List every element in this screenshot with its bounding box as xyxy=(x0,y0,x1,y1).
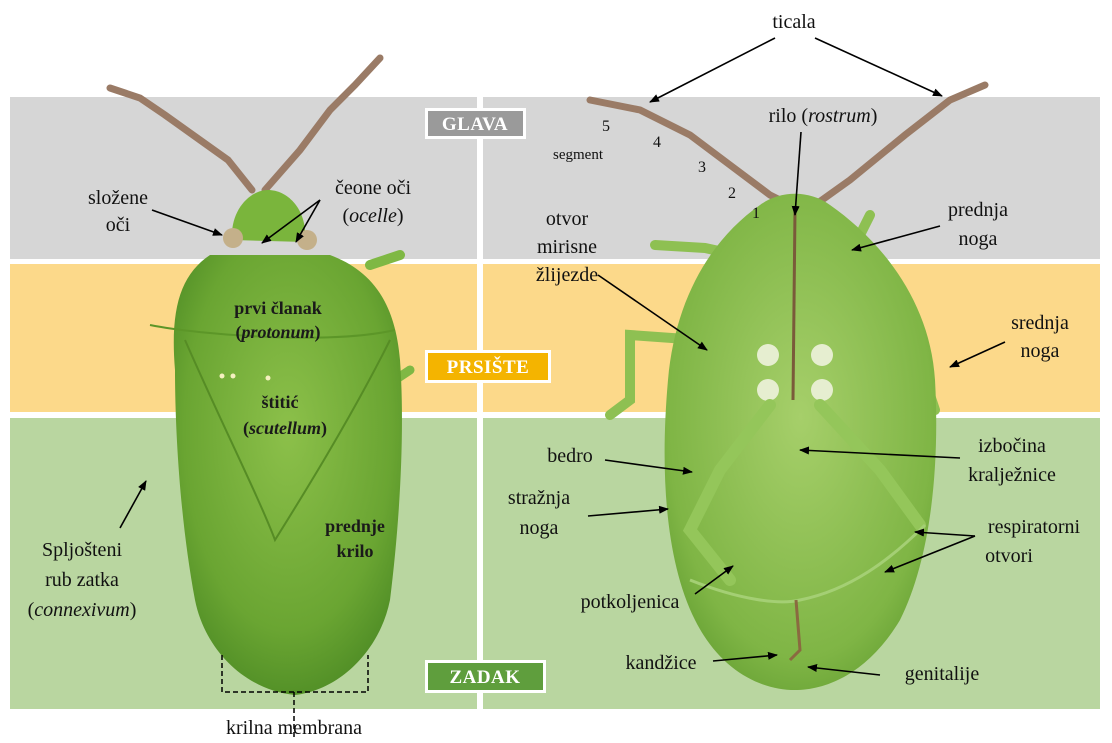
stitic-label: štitić xyxy=(262,392,299,412)
slozene-oci-line2: oči xyxy=(106,214,131,236)
prsiste-label: PRSIŠTE xyxy=(447,356,530,378)
svg-text:rilo (rostrum): rilo (rostrum) xyxy=(769,105,878,127)
bedro-label: bedro xyxy=(547,445,593,467)
izbocina-line1: izbočina xyxy=(978,435,1046,457)
svg-text:(ocelle): (ocelle) xyxy=(342,205,403,227)
center-divider xyxy=(477,90,483,715)
ceone-oci-label: čeone oči xyxy=(335,177,412,199)
straznja-noga-line2: noga xyxy=(520,517,559,539)
connexivum-term: connexivum xyxy=(34,599,130,621)
genitalije-label: genitalije xyxy=(905,663,980,685)
prvi-clanak-label: prvi članak xyxy=(234,298,322,318)
scutellum-term: scutellum xyxy=(248,418,321,438)
svg-text:(connexivum): (connexivum) xyxy=(28,599,137,621)
prednja-noga-line1: prednja xyxy=(948,199,1008,221)
svg-text:(scutellum): (scutellum) xyxy=(243,418,327,439)
prednja-noga-line2: noga xyxy=(959,228,998,250)
ticala-label: ticala xyxy=(772,11,815,33)
spljosteni-line1: Spljošteni xyxy=(42,539,122,561)
segment-num-2: 2 xyxy=(728,185,736,202)
otvor-line3: žlijezde xyxy=(536,264,598,286)
ventral-rostrum xyxy=(793,210,795,400)
respiratorni-line2: otvori xyxy=(985,545,1033,567)
segment-num-3: 3 xyxy=(698,159,706,176)
svg-text:(protonum): (protonum) xyxy=(235,322,320,343)
segment-num-4: 4 xyxy=(653,134,661,151)
dorsal-eye-right xyxy=(297,230,317,250)
rostrum-term: rostrum xyxy=(808,105,871,127)
spljosteni-line2: rub zatka xyxy=(45,569,119,591)
zadak-badge: ZADAK xyxy=(425,660,546,693)
ocelle-term: ocelle xyxy=(349,205,397,227)
potkoljenica-label: potkoljenica xyxy=(581,591,680,613)
dorsal-body xyxy=(174,255,402,695)
srednja-noga-line1: srednja xyxy=(1011,312,1069,334)
prednje-krilo-line2: krilo xyxy=(336,541,373,561)
otvor-line1: otvor xyxy=(546,208,589,230)
krilna-membrana-label: krilna membrana xyxy=(226,717,362,739)
prsiste-badge: PRSIŠTE xyxy=(425,350,551,383)
segment-num-5: 5 xyxy=(602,118,610,135)
segment-word: segment xyxy=(553,147,604,163)
kandzice-label: kandžice xyxy=(625,652,696,674)
straznja-noga-line1: stražnja xyxy=(508,487,570,509)
otvor-line2: mirisne xyxy=(537,236,597,258)
srednja-noga-line2: noga xyxy=(1021,340,1060,362)
glava-badge: GLAVA xyxy=(425,108,526,139)
zadak-label: ZADAK xyxy=(449,667,520,688)
dorsal-eye-left xyxy=(223,228,243,248)
prednje-krilo-line1: prednje xyxy=(325,516,385,536)
slozene-oci-line1: složene xyxy=(88,187,148,209)
respiratorni-line1: respiratorni xyxy=(988,516,1081,538)
protonum-term: protonum xyxy=(239,322,314,342)
rilo-label: rilo xyxy=(769,105,797,127)
izbocina-line2: kralježnice xyxy=(968,464,1056,486)
segment-num-1: 1 xyxy=(752,205,760,222)
glava-label: GLAVA xyxy=(442,114,508,135)
